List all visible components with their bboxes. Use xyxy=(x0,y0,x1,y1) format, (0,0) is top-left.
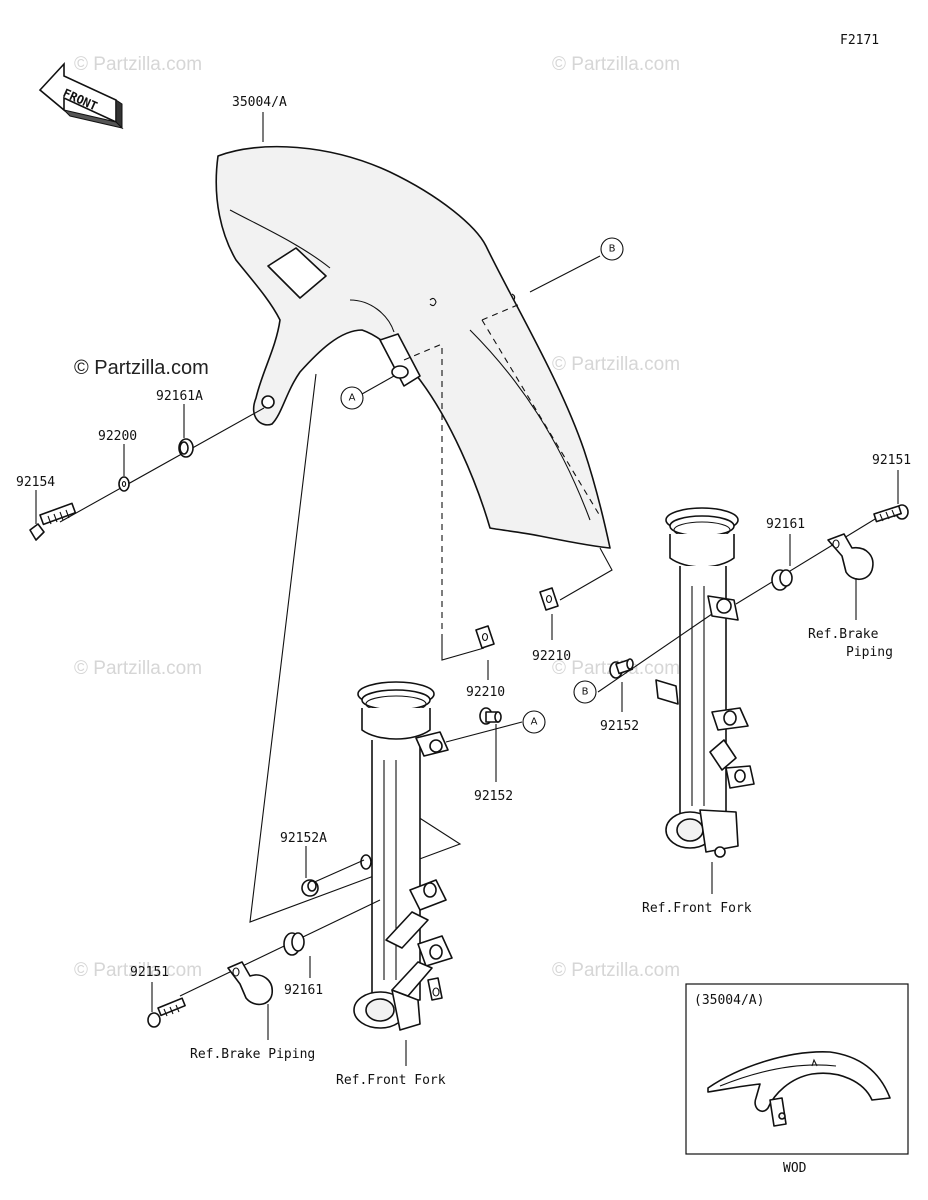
bolt-92154 xyxy=(29,502,77,541)
alignment-line xyxy=(481,319,601,517)
part-number-nut-clip-right: 92210 xyxy=(532,649,571,664)
inset-title: (35004/A) xyxy=(694,993,764,1008)
leader-line xyxy=(361,375,395,395)
watermark: © Partzilla.com xyxy=(74,960,202,981)
grommet-92161-right xyxy=(771,569,793,591)
nut-clip-92210-left xyxy=(475,625,495,649)
assembly-line xyxy=(249,373,462,923)
nut-clip-92210-right xyxy=(539,587,559,611)
alignment-line xyxy=(481,303,521,321)
watermarks: © Partzilla.com © Partzilla.com © Partzi… xyxy=(74,54,680,981)
assembly-line xyxy=(179,899,381,997)
inset-caption: WOD xyxy=(783,1161,807,1176)
grommet-92161-low xyxy=(283,932,305,956)
right-front-fork xyxy=(655,507,755,858)
watermark: © Partzilla.com xyxy=(74,54,202,75)
ref-front-fork-right: Ref.Front Fork xyxy=(642,901,752,916)
part-number-collar-right: 92152 xyxy=(600,719,639,734)
part-number-grommet-low: 92161 xyxy=(284,983,323,998)
leader-line xyxy=(529,255,601,293)
callout-a xyxy=(522,710,546,734)
inset-fender-illustration xyxy=(707,1051,891,1127)
bolt-92151-right xyxy=(873,504,909,523)
part-number-grommet-left: 92161A xyxy=(156,389,203,404)
watermark: © Partzilla.com xyxy=(74,658,202,679)
callout-a-label: A xyxy=(531,717,538,728)
watermark: © Partzilla.com xyxy=(552,960,680,981)
front-fender xyxy=(215,145,611,549)
ref-brake-piping-right-line1: Ref.Brake xyxy=(808,627,879,642)
collar-92152-right xyxy=(609,658,634,679)
alignment-line xyxy=(403,343,443,361)
assembly-line xyxy=(597,613,713,693)
callout-a-label: A xyxy=(349,393,356,404)
collar-92152-left xyxy=(479,707,502,725)
assembly-line xyxy=(441,640,485,661)
variant-inset: (35004/A) WOD xyxy=(685,983,909,1176)
part-number-bolt-low: 92151 xyxy=(130,965,169,980)
bolt-92151-low xyxy=(147,997,186,1028)
callout-b xyxy=(600,237,624,261)
ref-brake-piping-right-line2: Piping xyxy=(846,645,893,660)
part-number-collar-small: 92152A xyxy=(280,831,327,846)
assembly-line xyxy=(309,859,365,885)
assembly-line xyxy=(59,407,265,523)
copyright-notice: © Partzilla.com xyxy=(74,357,209,379)
callout-a xyxy=(340,386,364,410)
watermark: © Partzilla.com xyxy=(552,354,680,375)
part-number-bolt-right: 92151 xyxy=(872,453,911,468)
ref-brake-piping-left: Ref.Brake Piping xyxy=(190,1047,315,1062)
part-number-grommet-right: 92161 xyxy=(766,517,805,532)
brake-piping-clamp-left xyxy=(227,961,273,1006)
part-number-bolt-left: 92154 xyxy=(16,475,55,490)
collar-92152a xyxy=(301,879,319,897)
part-number-collar-left: 92152 xyxy=(474,789,513,804)
assembly-line xyxy=(735,515,881,605)
callout-b-label: B xyxy=(609,244,616,255)
part-number-fender: 35004/A xyxy=(232,95,287,110)
left-front-fork xyxy=(353,681,453,1031)
part-number-washer: 92200 xyxy=(98,429,137,444)
callout-b xyxy=(573,680,597,704)
brake-piping-clamp-right xyxy=(827,533,874,581)
watermark: © Partzilla.com xyxy=(552,54,680,75)
assembly-line xyxy=(445,721,523,743)
part-number-nut-clip-left: 92210 xyxy=(466,685,505,700)
figure-code: F2171 xyxy=(840,33,879,48)
washer-92200 xyxy=(118,476,130,492)
grommet-92161a xyxy=(178,438,194,458)
callout-b-label: B xyxy=(582,687,589,698)
assembly-line xyxy=(559,547,613,601)
ref-front-fork-left: Ref.Front Fork xyxy=(336,1073,446,1088)
